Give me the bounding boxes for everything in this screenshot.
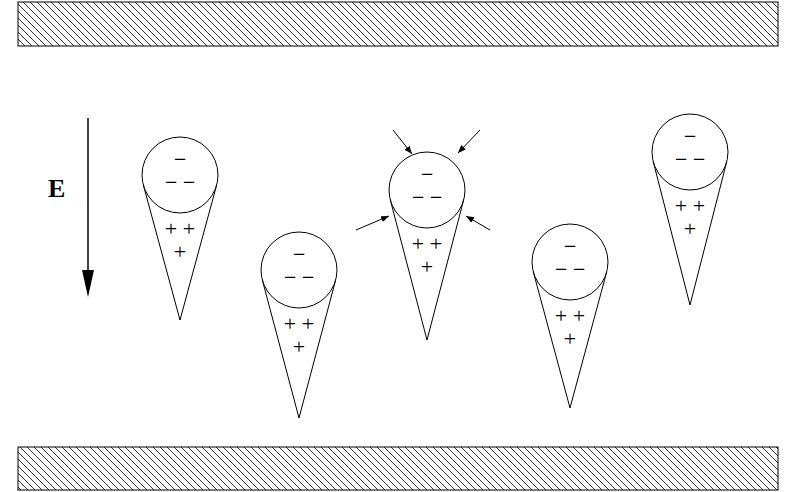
negative-charges: − − − <box>550 235 590 281</box>
pressure-arrows <box>356 130 490 230</box>
positive-charges: + + + <box>407 232 447 278</box>
field-arrow <box>87 118 89 275</box>
cone-head <box>652 114 728 190</box>
negative-charges: − − − <box>279 243 319 289</box>
top-plate <box>18 2 778 46</box>
positive-charges: + + + <box>160 217 200 263</box>
field-label: E <box>48 174 65 204</box>
positive-charges: + + + <box>550 304 590 350</box>
charged-cone: − − − + + + <box>528 220 612 410</box>
positive-charges: + + + <box>670 194 710 240</box>
negative-charges: − − − <box>160 148 200 194</box>
cone-head <box>532 224 608 300</box>
cone-head <box>142 137 218 213</box>
cone-head <box>389 152 465 228</box>
charged-cone: − − − + + + <box>648 110 732 307</box>
charged-cone: − − − + + + <box>385 148 469 342</box>
bottom-plate <box>18 447 778 490</box>
negative-charges: − − − <box>407 163 447 209</box>
field-arrowhead <box>82 270 94 297</box>
negative-charges: − − − <box>670 125 710 171</box>
charged-cone: − − − + + + <box>257 228 341 420</box>
cone-head <box>261 232 337 308</box>
positive-charges: + + + <box>279 312 319 358</box>
charged-cone: − − − + + + <box>138 133 222 322</box>
